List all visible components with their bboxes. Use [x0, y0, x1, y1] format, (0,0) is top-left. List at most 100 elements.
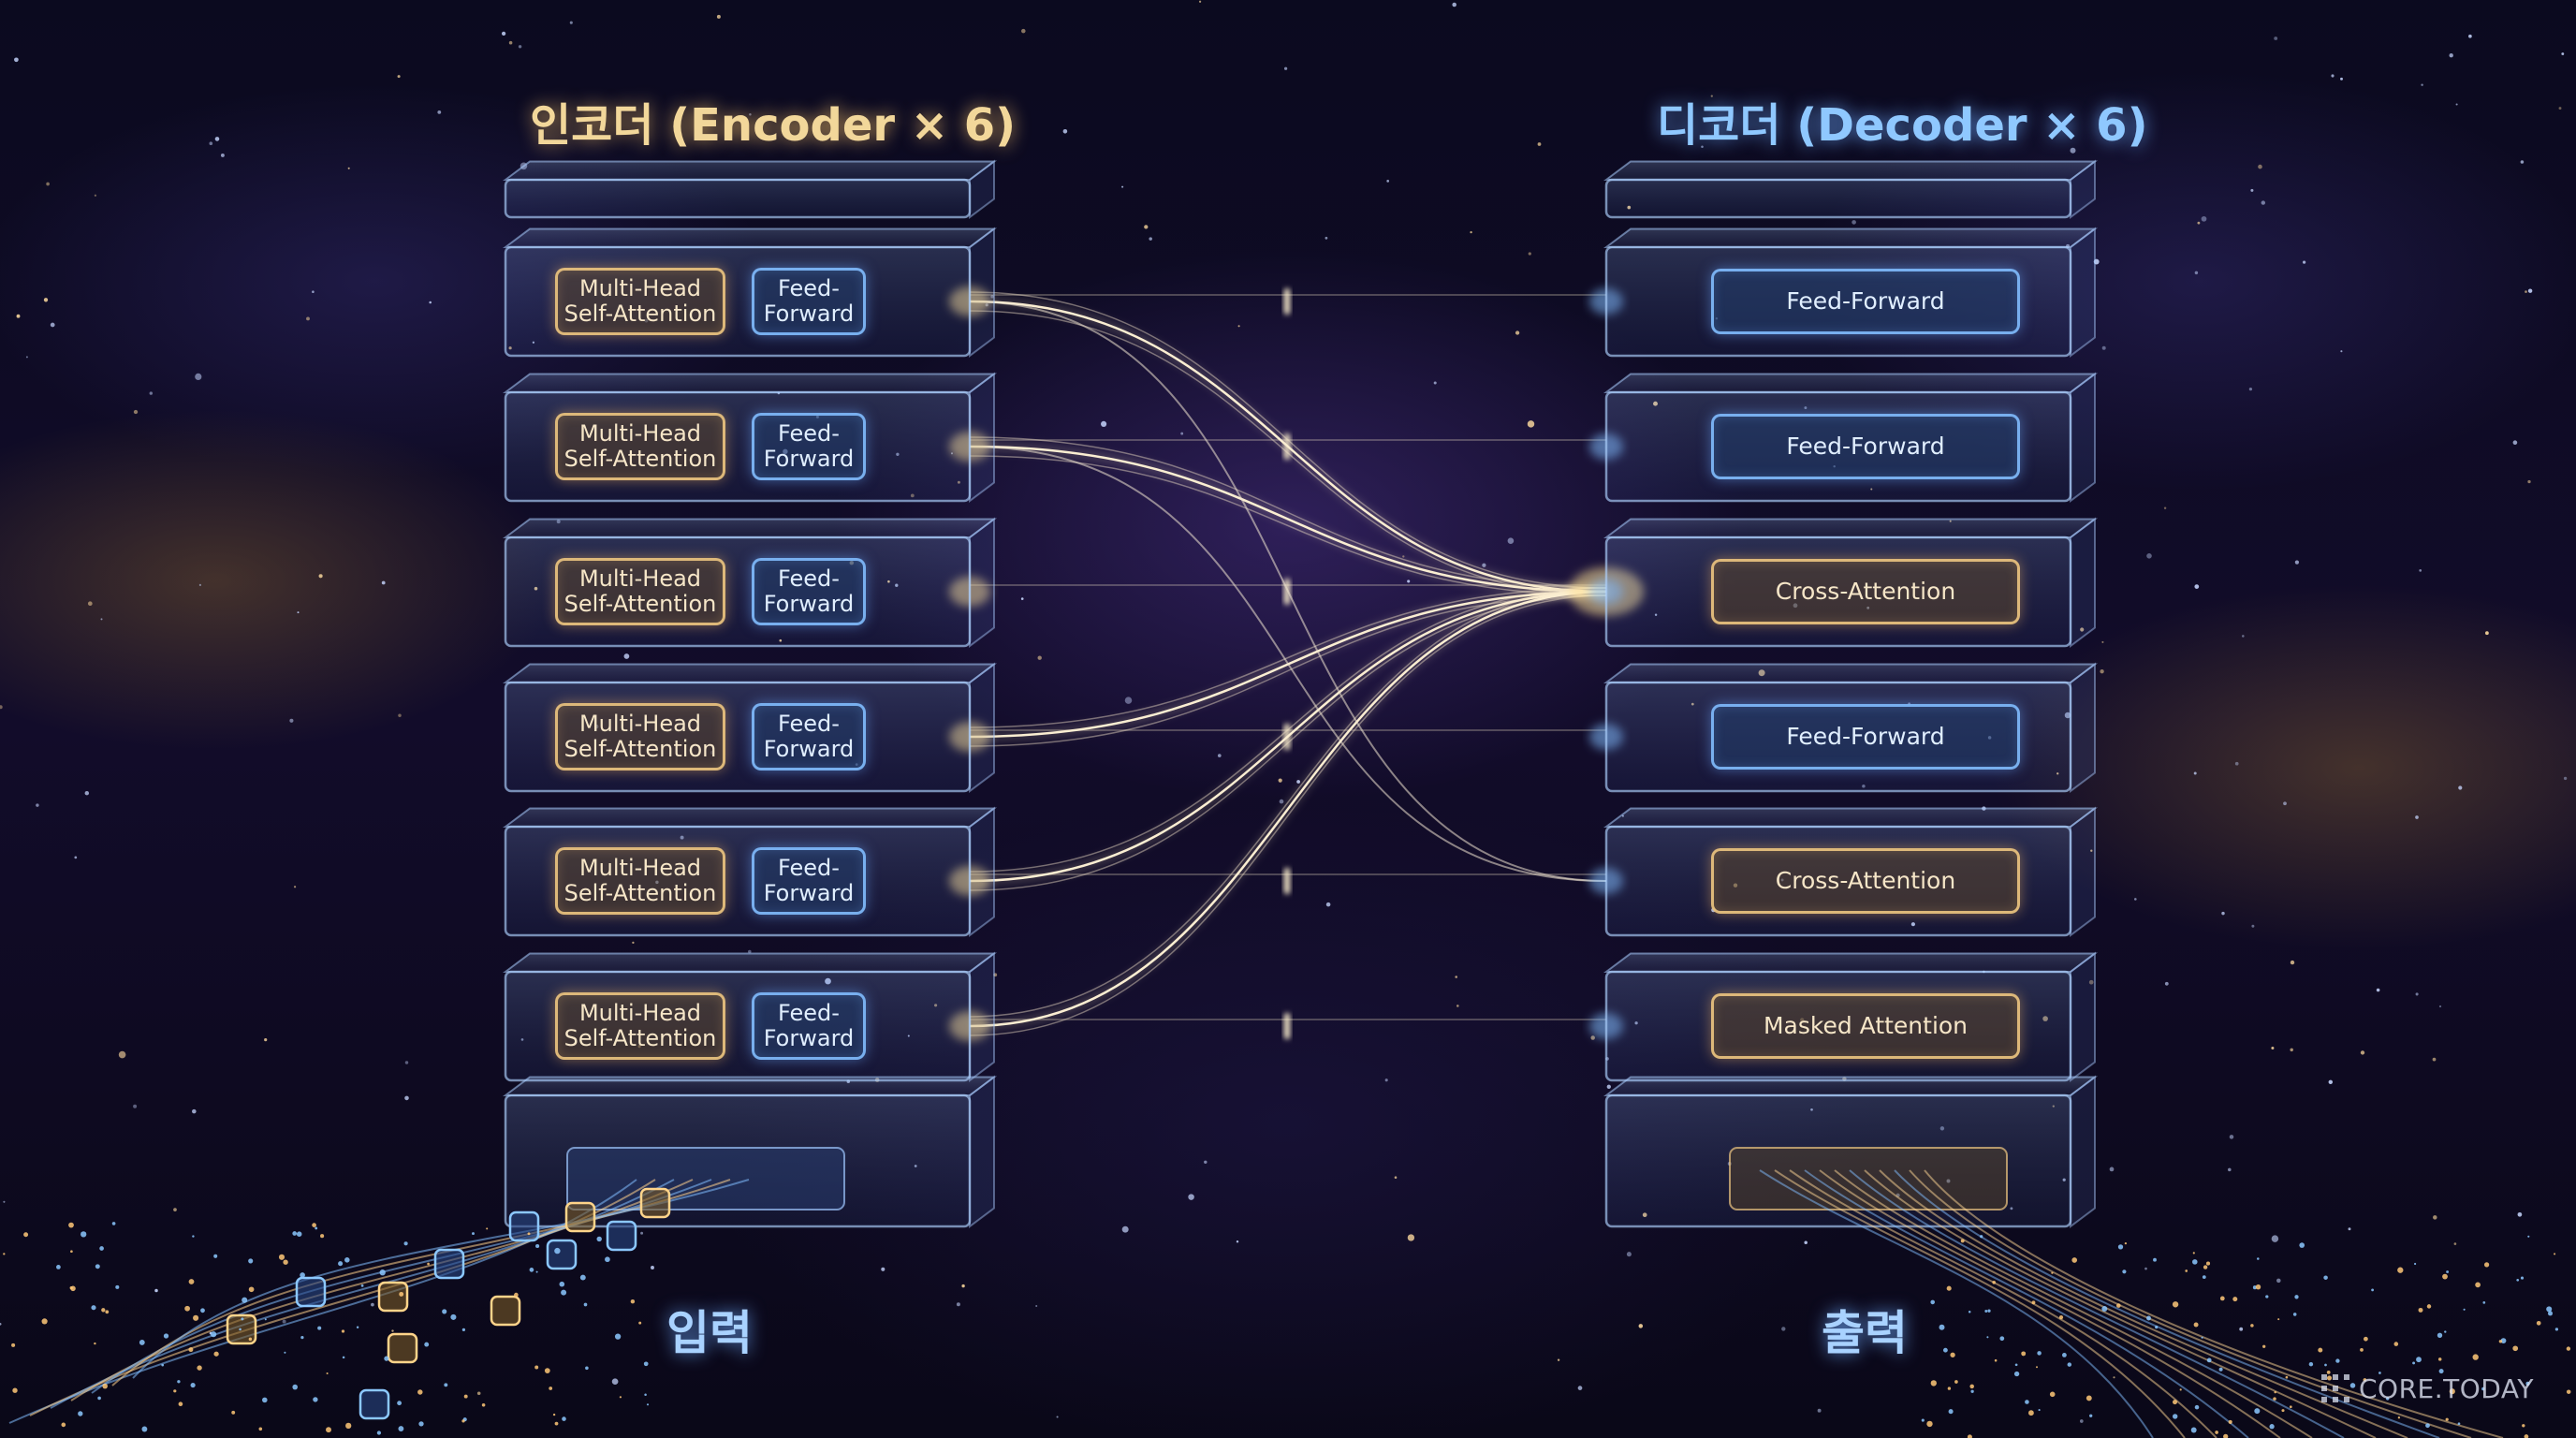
star [501, 31, 506, 37]
star [569, 21, 573, 24]
output-particle [2058, 1315, 2064, 1320]
input-particle [99, 1246, 104, 1251]
input-particle [12, 1387, 18, 1393]
slab-side [2070, 806, 2096, 937]
output-particle [2038, 1409, 2041, 1412]
star [2433, 1215, 2437, 1220]
input-particle [97, 1396, 101, 1401]
output-particle [2414, 1262, 2417, 1266]
output-particle [2289, 1405, 2292, 1409]
star [36, 803, 39, 807]
input-particle [105, 1310, 110, 1314]
star [716, 14, 721, 19]
output-token-stream [1759, 1169, 2154, 1438]
input-particle [398, 1426, 404, 1432]
output-particle [2525, 1381, 2530, 1386]
output-particle [2516, 1278, 2520, 1282]
input-particle [284, 1351, 286, 1354]
star [173, 1208, 177, 1211]
star [2194, 271, 2199, 275]
star [1470, 230, 1472, 234]
output-particle [2101, 1306, 2108, 1312]
star [2468, 34, 2472, 38]
star [749, 113, 752, 116]
star [2455, 103, 2458, 106]
star [2242, 635, 2245, 638]
output-particle [2292, 1313, 2297, 1316]
output-embedding-tray [1729, 1147, 2008, 1211]
input-particle [317, 1326, 322, 1330]
input-particle [258, 1427, 263, 1431]
star [2453, 1242, 2457, 1245]
output-particle [2520, 1276, 2525, 1280]
star [437, 110, 442, 114]
input-particle [554, 1247, 561, 1255]
star [2328, 1079, 2334, 1085]
output-particle [2218, 1367, 2223, 1372]
input-particle [424, 1342, 430, 1347]
output-particle [2442, 1273, 2448, 1280]
output-particle [1992, 1281, 1996, 1284]
output-particle [2371, 1288, 2375, 1292]
output-particle [2153, 1257, 2157, 1262]
output-particle [2089, 1414, 2093, 1417]
input-particle [326, 1372, 329, 1375]
input-particle [300, 1272, 305, 1278]
input-particle [397, 1401, 402, 1406]
input-particle [241, 1317, 244, 1321]
input-particle [213, 1254, 218, 1258]
output-particle [1942, 1347, 1948, 1353]
slab-top [503, 160, 997, 181]
star [2432, 1057, 2437, 1062]
input-particle [139, 1339, 145, 1345]
star [1035, 1304, 1038, 1308]
input-token-icon [359, 1388, 390, 1420]
star [2485, 631, 2489, 636]
input-particle [444, 1383, 448, 1387]
star [94, 194, 97, 197]
cross-attention-curve [969, 590, 1607, 883]
encoder-ffn-block: Feed-Forward [752, 703, 866, 770]
output-particle [2086, 1395, 2092, 1401]
star [476, 1391, 481, 1396]
star [84, 790, 90, 796]
star [2340, 77, 2343, 81]
cross-attention-curve [969, 594, 1607, 1036]
star [2302, 260, 2306, 264]
output-particle [2061, 1352, 2067, 1357]
star [1626, 1252, 1632, 1257]
star [2197, 221, 2201, 225]
input-token-icon [387, 1332, 418, 1364]
input-particle [619, 1396, 622, 1399]
encoder-ffn-block: Feed-Forward [752, 992, 866, 1060]
input-particle [596, 1236, 602, 1242]
star [2194, 584, 2200, 589]
star [2271, 1235, 2279, 1242]
input-particle [161, 1363, 165, 1367]
output-particle [2364, 1336, 2368, 1342]
output-particle [2444, 1330, 2447, 1333]
input-particle [326, 1427, 331, 1433]
input-particle [544, 1368, 550, 1373]
star [133, 409, 139, 415]
output-particle [2232, 1297, 2238, 1302]
output-particle [2522, 1424, 2525, 1428]
input-particle [300, 1335, 304, 1340]
output-particle [2349, 1383, 2356, 1388]
input-token-stream [132, 1179, 750, 1379]
encoder-ffn-block: Feed-Forward [752, 268, 866, 335]
star [2221, 911, 2225, 916]
slab-side [969, 1075, 995, 1228]
decoder-top-cap [1603, 159, 2098, 219]
cross-attention-curve [969, 587, 1607, 873]
cross-attention-curve [969, 455, 1607, 596]
output-particle [2449, 1388, 2455, 1395]
star [2558, 107, 2562, 110]
output-particle [1939, 1324, 1945, 1330]
star [220, 153, 225, 157]
cross-attention-curve [969, 436, 1607, 589]
input-particle [23, 1232, 29, 1238]
output-particle [2360, 1348, 2364, 1352]
output-particle [2445, 1417, 2449, 1421]
